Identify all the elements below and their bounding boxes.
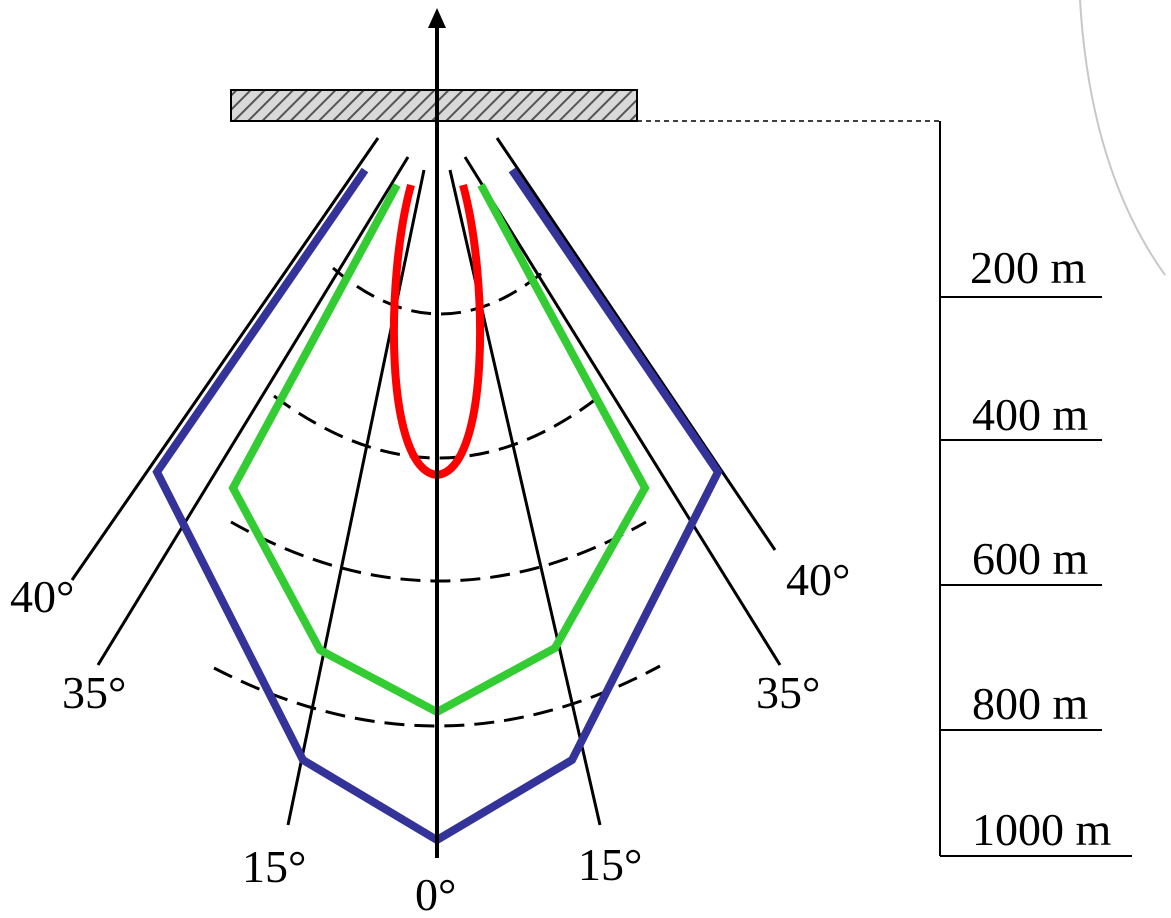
- distance-arc-800: [213, 664, 661, 728]
- angle-label-center-0: 0°: [415, 869, 456, 918]
- scale-label-1000: 1000 m: [972, 804, 1112, 855]
- distance-arc-400: [273, 394, 601, 460]
- scale-ticks: [940, 296, 1132, 857]
- axis-arrow-icon: [428, 8, 446, 28]
- angle-label-right-40: 40°: [786, 554, 850, 605]
- distance-arc-600: [230, 520, 647, 583]
- scale-label-600: 600 m: [972, 533, 1089, 584]
- angle-line-left-40: [70, 137, 380, 581]
- angle-label-left-40: 40°: [10, 571, 74, 622]
- angle-label-left-35: 35°: [62, 667, 126, 718]
- angle-line-left-15: [286, 169, 426, 826]
- angle-label-right-35: 35°: [756, 667, 820, 718]
- source-block: [230, 89, 638, 122]
- angle-line-left-35: [96, 156, 410, 666]
- angle-lines: [70, 137, 782, 826]
- scale-label-200: 200 m: [970, 242, 1087, 293]
- distance-arcs: [213, 266, 661, 728]
- angle-line-right-40: [495, 137, 777, 551]
- angle-line-right-35: [463, 156, 782, 666]
- angle-label-left-15: 15°: [242, 841, 306, 892]
- background-arc: [1079, 0, 1166, 276]
- scale-label-400: 400 m: [972, 389, 1089, 440]
- distance-arc-200: [332, 266, 549, 316]
- scale-label-800: 800 m: [972, 678, 1089, 729]
- angle-label-right-15: 15°: [578, 839, 642, 890]
